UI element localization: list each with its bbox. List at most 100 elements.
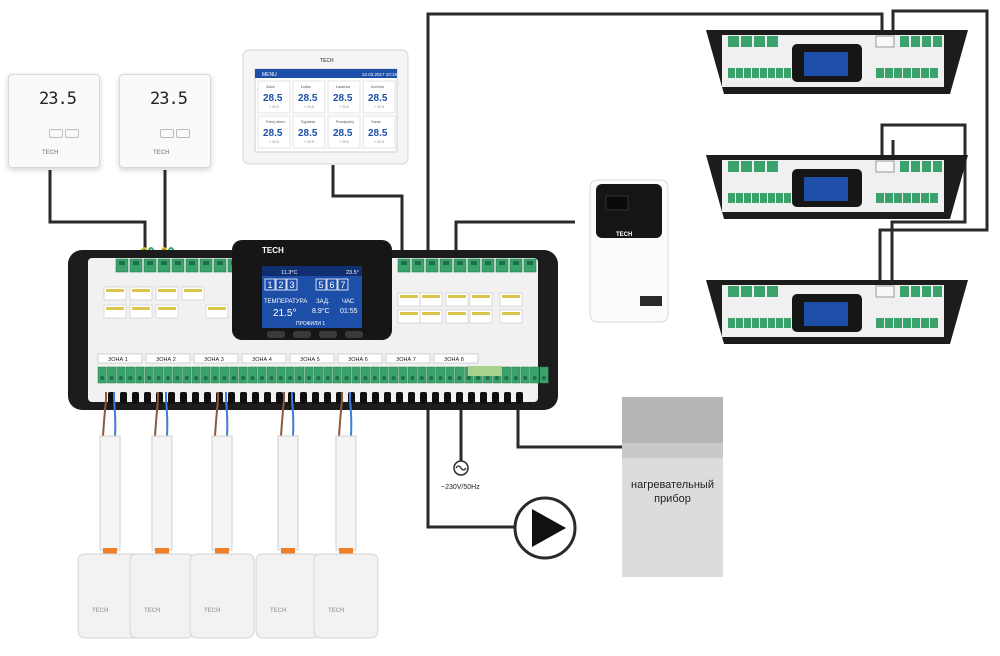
actuator-logo: TECH — [92, 608, 108, 614]
controller-button-up[interactable] — [319, 331, 337, 338]
module-terminal — [894, 318, 902, 328]
label-plate-stripe — [208, 307, 226, 310]
terminal-screw — [297, 376, 302, 380]
terminal-screw — [184, 376, 189, 380]
thermostat-2-button-right[interactable] — [176, 129, 190, 138]
module-terminal — [776, 68, 783, 78]
actuator-cable-sleeve — [211, 435, 233, 551]
terminal-block — [467, 258, 481, 273]
actuator-wire-brown — [154, 392, 159, 437]
housing-tooth — [132, 392, 139, 404]
module-terminal — [930, 193, 938, 203]
thermostat-1-button-right[interactable] — [65, 129, 79, 138]
extension-modules — [706, 30, 968, 344]
actuator-cap — [155, 548, 169, 557]
housing-tooth — [264, 392, 271, 404]
terminal-block — [304, 366, 314, 384]
thermostat-1-button-left[interactable] — [49, 129, 63, 138]
controller-button-exit[interactable] — [345, 331, 363, 338]
module-terminal — [760, 318, 767, 328]
zone-label-plate — [97, 353, 143, 364]
actuator-body — [189, 553, 255, 639]
zone-label-plate — [433, 353, 479, 364]
housing-tooth — [204, 392, 211, 404]
label-plate-stripe — [422, 312, 440, 315]
wire-touch-panel — [331, 165, 404, 252]
touch-panel-menu[interactable]: MENU — [262, 72, 277, 78]
module-terminal — [933, 286, 942, 297]
zone-label-plate — [193, 353, 239, 364]
actuator-wire-brown — [214, 392, 219, 437]
lcd-status-temp: 11.3°C — [281, 270, 297, 276]
panel-tile-bg — [327, 115, 361, 149]
terminal-block — [238, 366, 248, 384]
heater-top — [622, 397, 723, 443]
module-terminal — [922, 286, 931, 297]
module-terminal — [921, 68, 929, 78]
module-lcd — [804, 177, 848, 201]
actuator-body — [255, 553, 321, 639]
module-terminal — [876, 318, 884, 328]
lcd-zone-number: 3 — [290, 280, 295, 290]
panel-tile-name: Garaż — [371, 120, 381, 124]
fuse-holder — [468, 366, 502, 376]
actuator-wire-blue — [349, 392, 353, 437]
actuator-body — [313, 553, 379, 639]
terminal-block — [185, 258, 199, 273]
thermostat-2-button-left[interactable] — [160, 129, 174, 138]
module-terminal — [903, 193, 911, 203]
lcd-zone-box — [275, 278, 287, 291]
zone-label-plate — [337, 353, 383, 364]
terminal-block — [509, 258, 523, 273]
heater — [622, 397, 723, 577]
boiler-module: TECH — [589, 179, 669, 323]
controller-button-down[interactable] — [293, 331, 311, 338]
housing-tooth — [456, 392, 463, 404]
module-terminal — [744, 318, 751, 328]
wire-loop-right — [878, 9, 989, 280]
module-terminal — [912, 68, 920, 78]
terminal-screw — [119, 261, 125, 265]
housing-tooth — [360, 392, 367, 404]
module-terminal — [754, 286, 765, 297]
module-terminal — [903, 68, 911, 78]
wire-heater — [516, 410, 622, 449]
top-terminal-strip — [115, 258, 537, 273]
controller-button-menu[interactable] — [267, 331, 285, 338]
touch-panel-datetime: 22.03.2017 10:18 — [362, 72, 398, 77]
module-terminal — [894, 193, 902, 203]
terminal-screw — [119, 376, 123, 380]
wire-pump — [426, 410, 515, 529]
actuator-wire-blue — [225, 392, 229, 437]
module-terminal — [784, 68, 791, 78]
terminal-block — [97, 366, 107, 384]
actuator-logo: TECH — [270, 608, 286, 614]
lcd-zone-number: 6 — [330, 280, 335, 290]
terminal-screw — [372, 376, 377, 380]
zone-label: ЗОНА 6 — [348, 357, 368, 363]
terminal-screw — [316, 376, 321, 380]
housing-tooth — [240, 392, 247, 404]
actuator-wire-brown — [102, 392, 107, 437]
panel-tile-setpoint: + 20.5 — [304, 105, 314, 109]
terminal-block — [370, 366, 380, 384]
label-plate-stripe — [448, 295, 466, 298]
terminal-block — [201, 366, 211, 384]
terminal-label-plate — [445, 292, 469, 307]
label-plate-stripe — [400, 312, 418, 315]
power-source: ~230V/50Hz — [441, 460, 480, 491]
zone-label-plate — [385, 353, 431, 364]
module-lcd — [804, 302, 848, 326]
lcd-status-temp2: 23.5° — [346, 270, 359, 276]
terminal-screw — [269, 376, 274, 380]
bottom-terminal-strip — [97, 366, 549, 384]
